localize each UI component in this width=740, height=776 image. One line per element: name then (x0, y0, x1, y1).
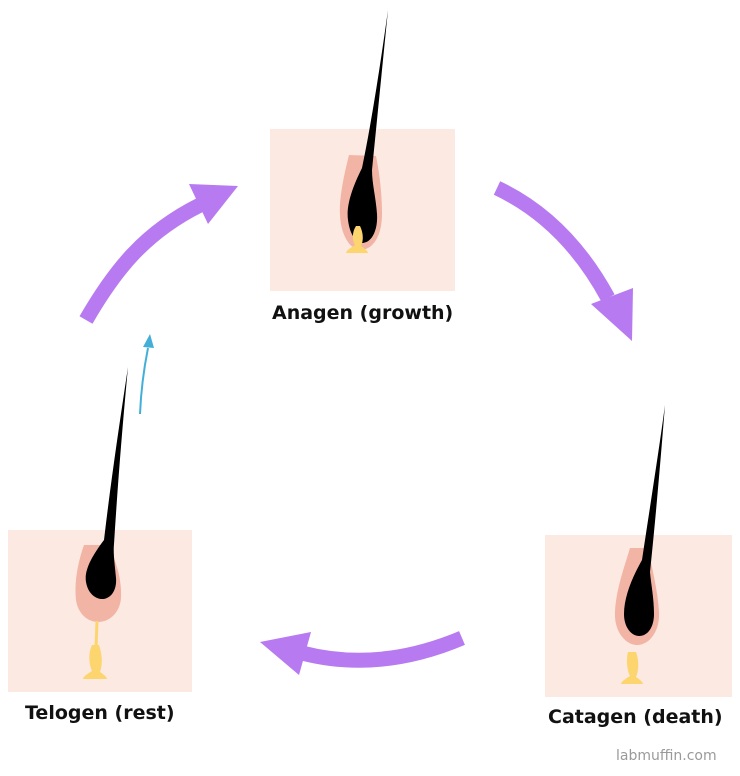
telogen-connective-strand (94, 620, 99, 649)
telogen-stage (8, 367, 192, 692)
thin-arrow-icon (139, 334, 154, 415)
curved-arrow-icon (260, 631, 465, 675)
telogen-papilla (83, 645, 107, 679)
catagen-hair-shaft (624, 405, 665, 636)
catagen-label: Catagen (death) (548, 706, 723, 728)
curved-arrow-icon (79, 184, 238, 324)
catagen-papilla (621, 652, 643, 684)
anagen-stage (270, 10, 455, 291)
telogen-label: Telogen (rest) (25, 702, 175, 724)
anagen-papilla (346, 226, 368, 253)
site-credit: labmuffin.com (616, 748, 717, 764)
anagen-label: Anagen (growth) (272, 302, 454, 324)
anagen-hair-shaft (347, 10, 388, 243)
telogen-hair-shaft (85, 367, 128, 599)
cycle-arrows (79, 181, 633, 675)
catagen-stage (545, 405, 732, 697)
curved-arrow-icon (493, 181, 633, 341)
